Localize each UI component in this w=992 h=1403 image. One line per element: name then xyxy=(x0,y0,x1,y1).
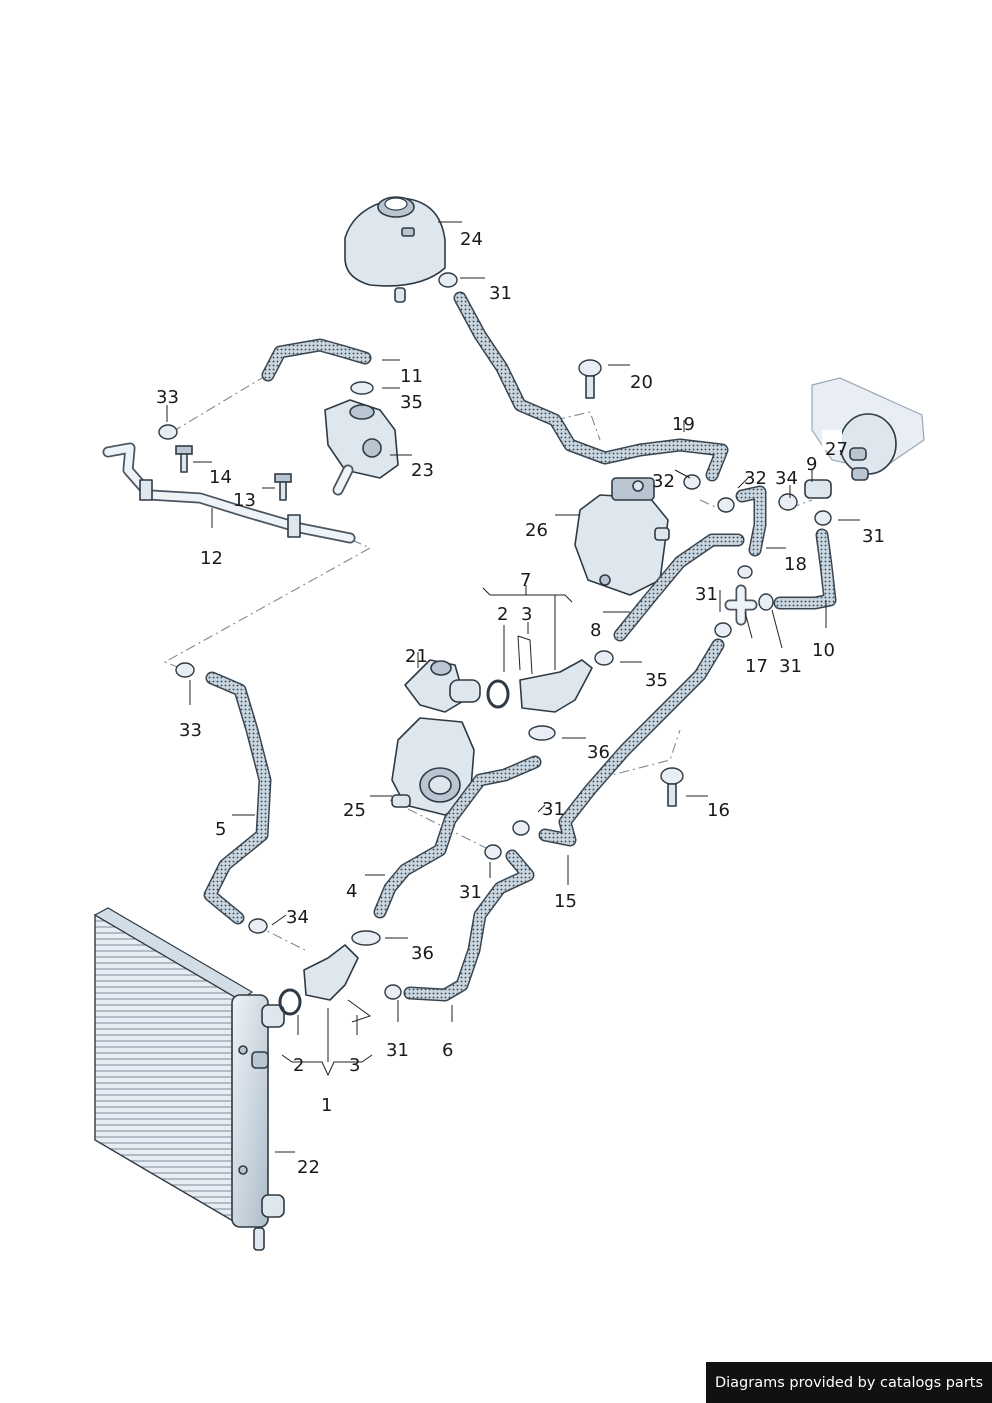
callout-9: 9 xyxy=(806,454,817,475)
callout-31: 31 xyxy=(386,1040,409,1061)
callout-13: 13 xyxy=(233,490,256,511)
callout-31: 31 xyxy=(695,584,718,605)
connector-7 xyxy=(486,635,593,713)
callout-33: 33 xyxy=(156,387,179,408)
callout-5: 5 xyxy=(215,819,226,840)
hose-6 xyxy=(403,849,535,1002)
callout-3: 3 xyxy=(349,1055,360,1076)
hoses xyxy=(203,291,837,1002)
expansion-tank xyxy=(344,196,446,303)
callout-21: 21 xyxy=(405,646,428,667)
callout-32: 32 xyxy=(744,468,767,489)
callout-35: 35 xyxy=(645,670,668,691)
coolant-pump xyxy=(324,399,399,496)
callout-31: 31 xyxy=(862,526,885,547)
callout-4: 4 xyxy=(346,881,357,902)
hose-4 xyxy=(373,755,542,919)
coolant-flange xyxy=(404,659,481,713)
callout-3: 3 xyxy=(521,604,532,625)
hose-19 xyxy=(453,291,729,482)
leader-lines xyxy=(166,221,860,1153)
callout-34: 34 xyxy=(775,468,798,489)
callout-19: 19 xyxy=(672,414,695,435)
callout-6: 6 xyxy=(442,1040,453,1061)
callout-31: 31 xyxy=(459,882,482,903)
thermostat-housing xyxy=(391,717,475,816)
hose-11 xyxy=(261,338,372,382)
clamps-and-fasteners xyxy=(158,272,832,1000)
hose-18 xyxy=(735,485,767,557)
callout-17: 17 xyxy=(745,656,768,677)
coolant-valve-module xyxy=(574,477,670,596)
callout-7: 7 xyxy=(520,570,531,591)
callout-26: 26 xyxy=(525,520,548,541)
metal-pipe xyxy=(102,442,356,544)
callout-11: 11 xyxy=(400,366,423,387)
callout-1: 1 xyxy=(321,1095,332,1116)
callout-8: 8 xyxy=(590,620,601,641)
callout-12: 12 xyxy=(200,548,223,569)
heater-core xyxy=(811,377,925,481)
callout-27: 27 xyxy=(825,439,848,460)
hose-15 xyxy=(538,638,725,847)
callout-35: 35 xyxy=(400,392,423,413)
callout-10: 10 xyxy=(812,640,835,661)
hose-10 xyxy=(773,528,837,610)
callout-36: 36 xyxy=(411,943,434,964)
callout-32: 32 xyxy=(652,471,675,492)
callout-20: 20 xyxy=(630,372,653,393)
callout-33: 33 xyxy=(179,720,202,741)
callout-31: 31 xyxy=(489,283,512,304)
callout-31: 31 xyxy=(779,656,802,677)
callout-23: 23 xyxy=(411,460,434,481)
callout-31: 31 xyxy=(542,799,565,820)
footer-credit: Diagrams provided by catalogs parts xyxy=(706,1362,992,1403)
hose-5 xyxy=(203,671,272,925)
radiator xyxy=(93,907,285,1251)
callout-25: 25 xyxy=(343,800,366,821)
callout-18: 18 xyxy=(784,554,807,575)
callout-16: 16 xyxy=(707,800,730,821)
callout-labels: 24 31 11 35 23 33 14 13 12 20 19 32 32 3… xyxy=(156,229,885,1178)
callout-22: 22 xyxy=(297,1157,320,1178)
callout-2: 2 xyxy=(293,1055,304,1076)
hose-8 xyxy=(613,533,745,642)
connector-1 xyxy=(278,944,372,1023)
callout-14: 14 xyxy=(209,467,232,488)
callout-2: 2 xyxy=(497,604,508,625)
callout-24: 24 xyxy=(460,229,483,250)
callout-34: 34 xyxy=(286,907,309,928)
callout-15: 15 xyxy=(554,891,577,912)
callout-36: 36 xyxy=(587,742,610,763)
